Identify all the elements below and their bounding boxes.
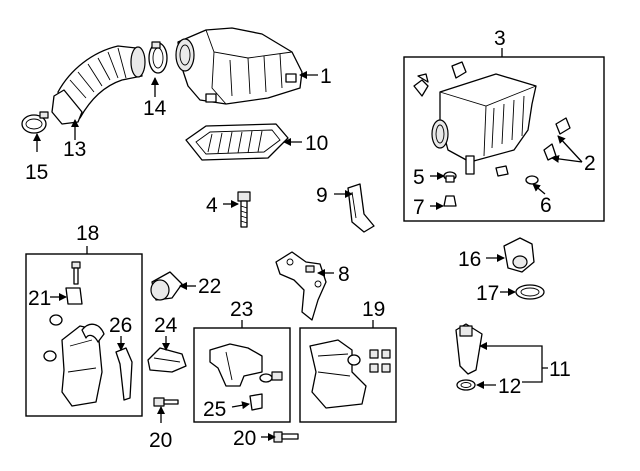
callout-10: 10	[305, 132, 328, 155]
duct-adapter	[147, 347, 187, 373]
callout-20-left: 20	[149, 429, 172, 452]
callout-20-bottom: 20	[233, 427, 256, 450]
callout-14: 14	[143, 97, 167, 120]
callout-12: 12	[498, 375, 521, 398]
callout-6: 6	[540, 194, 552, 217]
bolt-20-bottom	[273, 431, 299, 443]
callout-21: 21	[28, 287, 51, 310]
clamp-ring	[148, 41, 168, 74]
callout-13: 13	[63, 138, 86, 161]
intake-hose	[51, 45, 146, 125]
assembly-box-3	[403, 56, 605, 222]
air-cleaner-housing-top	[175, 27, 303, 105]
callout-1: 1	[320, 65, 332, 88]
callout-4: 4	[206, 194, 218, 217]
callout-24: 24	[154, 314, 178, 337]
resonator-19	[309, 339, 391, 409]
callout-7: 7	[413, 196, 425, 219]
resonator-assembly	[43, 261, 133, 407]
assembly-box-19	[299, 327, 397, 423]
callout-23: 23	[230, 298, 253, 321]
callout-22: 22	[198, 275, 221, 298]
bolt-4	[237, 191, 251, 228]
o-ring	[456, 379, 476, 391]
hose-clamp	[21, 111, 49, 134]
callout-18: 18	[76, 222, 99, 245]
leader-lines	[33, 48, 583, 441]
air-flow-sensor	[455, 323, 483, 375]
callout-5: 5	[413, 166, 425, 189]
callout-11: 11	[549, 358, 571, 381]
callout-15: 15	[25, 161, 48, 184]
air-filter-element	[185, 123, 289, 161]
callout-9: 9	[316, 184, 328, 207]
callout-26: 26	[109, 314, 132, 337]
callout-25: 25	[203, 398, 226, 421]
support-bracket	[347, 183, 375, 233]
callout-16: 16	[458, 248, 481, 271]
resonator-duct	[150, 271, 183, 301]
callout-labels: 1 2 3 4 5 6 7 8 9 10 11 12 13 14 15 16 1…	[25, 27, 596, 452]
callout-19: 19	[362, 298, 385, 321]
mounting-bracket	[275, 251, 327, 321]
intake-elbow-23	[209, 343, 283, 411]
callout-8: 8	[338, 263, 350, 286]
callout-17: 17	[476, 282, 499, 305]
sensor-clamp	[515, 284, 545, 300]
callout-3: 3	[494, 27, 506, 50]
assembly-box-18	[25, 253, 143, 417]
callout-2: 2	[584, 152, 596, 175]
air-cleaner-assembly	[413, 61, 571, 207]
sensor-housing	[503, 237, 535, 273]
bolt-20-left	[153, 397, 179, 407]
